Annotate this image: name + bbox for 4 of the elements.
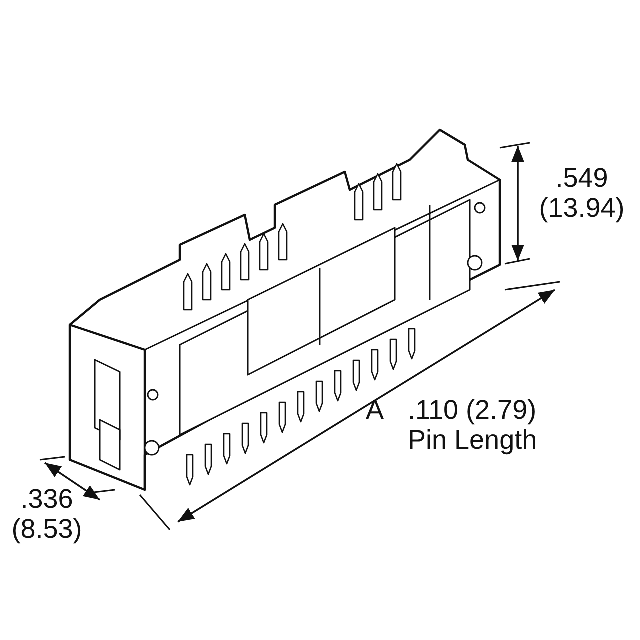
dimension-label: .336 (8.53) (10, 484, 84, 544)
dimension-label: .110 (2.79) Pin Length (408, 395, 538, 455)
dimension-label: .549 (13.94) (538, 163, 626, 223)
dimension-letter: A (366, 395, 386, 425)
